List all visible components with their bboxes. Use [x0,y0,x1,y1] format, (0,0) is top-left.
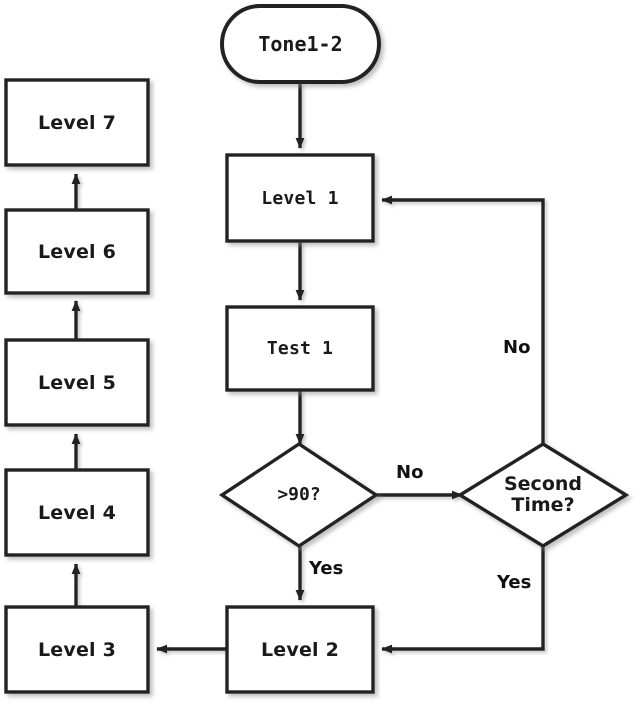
node-level6-shape[interactable] [4,208,150,295]
node-level3-shape[interactable] [4,605,150,694]
node-level5-shape[interactable] [4,338,150,427]
node-level1-shape[interactable] [225,153,375,243]
node-level2-shape[interactable] [225,605,375,694]
edge-second-to-level1 [381,195,545,444]
node-level4-shape[interactable] [4,468,150,557]
edge-second-to-level2 [381,546,545,654]
node-gt90-shape[interactable] [218,441,380,549]
node-test1-shape[interactable] [225,305,375,392]
node-level7-shape[interactable] [4,78,150,167]
node-second-time-shape[interactable] [456,442,630,548]
node-tone1-2-shape[interactable] [220,4,381,84]
